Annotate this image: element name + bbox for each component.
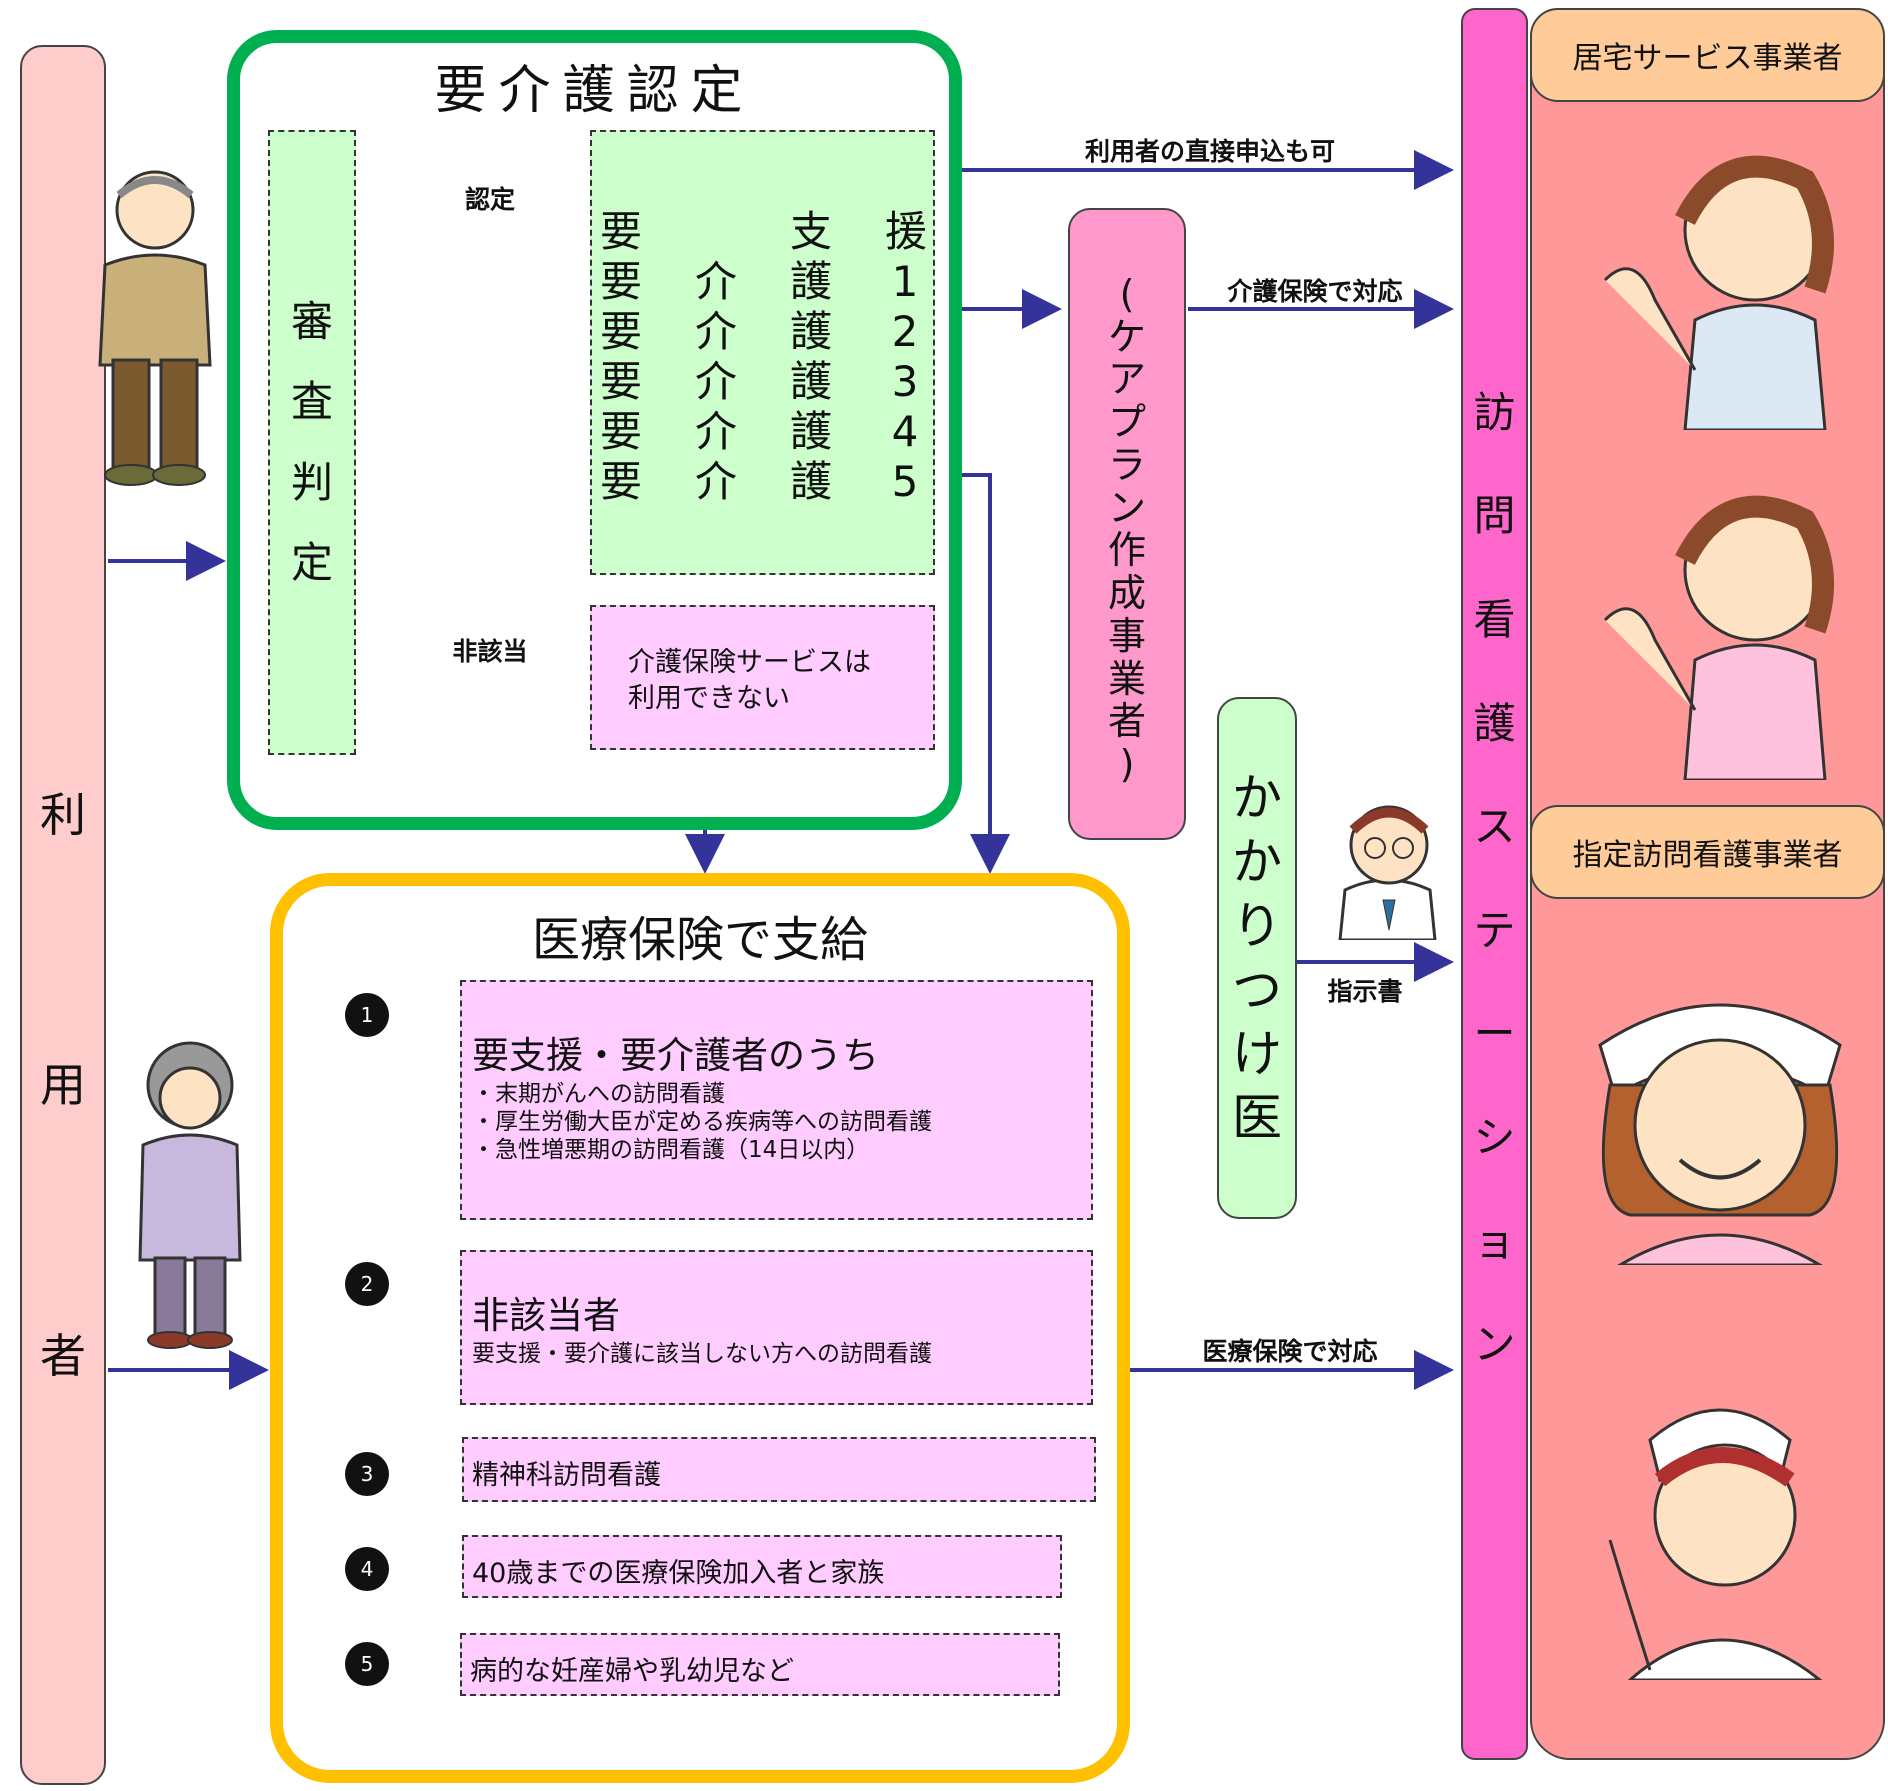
number-badge: 4 <box>345 1547 389 1591</box>
medical-item-box: 病的な妊産婦や乳幼児など <box>460 1633 1060 1696</box>
care-level-row: 要支援 <box>600 207 928 256</box>
number-badge: 5 <box>345 1642 389 1686</box>
direct-apply-label: 利用者の直接申込も可 <box>1084 137 1335 166</box>
approved-label: 認定 <box>464 185 515 214</box>
medical-item-line: 要支援・要介護に該当しない方への訪問看護 <box>472 1341 932 1367</box>
nursing-station-bar: 訪 問 看 護 ス テ ー シ ョ ン <box>1461 8 1528 1760</box>
medical-item-heading: 要支援・要介護者のうち <box>472 1034 879 1077</box>
medical-insurance-title: 医療保険で支給 <box>531 912 868 968</box>
careplan-char: 成 <box>1107 571 1146 616</box>
doctor-char: け <box>1232 1025 1282 1083</box>
family-doctor-bar: か か り つ け 医 <box>1217 697 1297 1219</box>
medical-item-box: 精神科訪問看護 <box>462 1437 1096 1502</box>
designated-nursing-provider-label: 指定訪問看護事業者 <box>1530 805 1885 899</box>
station-char: 看 <box>1473 594 1516 644</box>
careplan-char: 作 <box>1107 528 1146 573</box>
medical-item-line: ・厚生労働大臣が定める疾病等への訪問看護 <box>472 1109 932 1135</box>
review-char: 判 <box>290 457 333 507</box>
user-char: 利 <box>40 787 86 842</box>
elderly-man-illustration <box>98 170 212 486</box>
station-char: 問 <box>1473 491 1516 541</box>
nurse-waving-pink-illustration <box>1603 495 1834 780</box>
elderly-woman-illustration <box>138 1041 242 1349</box>
medical-item-line: ・急性増悪期の訪問看護（14日以内） <box>472 1137 870 1163</box>
station-char: シ <box>1473 1113 1516 1162</box>
station-char: 訪 <box>1473 387 1516 437</box>
careplan-char: 事 <box>1107 613 1146 658</box>
medical-item-heading: 非該当者 <box>472 1294 620 1337</box>
nurse-waving-blue-illustration <box>1603 155 1834 430</box>
station-char: ン <box>1473 1320 1516 1370</box>
home-service-provider-label: 居宅サービス事業者 <box>1530 8 1885 102</box>
review-char: 審 <box>290 296 333 346</box>
careplan-bar: 要介護認定 ( ケ ア プ ラ ン 作 成 事 業 者 ) <box>1068 208 1186 840</box>
doctor-char: か <box>1232 769 1282 827</box>
station-char: テ <box>1473 905 1516 955</box>
rejected-label: 非該当 <box>452 637 528 666</box>
doctor-char: か <box>1232 833 1282 891</box>
certification-title: 要介護認定 <box>434 61 755 121</box>
medical-item-line: ・末期がんへの訪問看護 <box>472 1081 725 1107</box>
careplan-char: ケ <box>1107 314 1146 359</box>
review-box: 審 査 判 定 <box>268 130 356 755</box>
doctor-char: 医 <box>1232 1089 1282 1147</box>
number-badge: 3 <box>345 1452 389 1496</box>
not-eligible-line: 利用できない <box>628 683 790 714</box>
station-char: ス <box>1473 802 1516 852</box>
careplan-char: ラ <box>1107 442 1146 487</box>
careplan-char: ン <box>1107 485 1146 530</box>
number-badge: 1 <box>345 993 389 1037</box>
nurse-pointing-illustration <box>1608 1408 1823 1680</box>
user-char: 用 <box>40 1058 86 1112</box>
review-char: 査 <box>290 377 333 427</box>
medical-item-box: 要支援・要介護者のうち ・末期がんへの訪問看護 ・厚生労働大臣が定める疾病等への… <box>460 980 1093 1220</box>
station-char: ー <box>1473 1009 1516 1059</box>
doctor-char: つ <box>1232 961 1282 1019</box>
careplan-char: 者 <box>1107 699 1146 744</box>
not-eligible-box: 介護保険サービスは 利用できない <box>590 605 935 750</box>
doctor-illustration <box>1338 805 1437 940</box>
careplan-char: ) <box>1119 742 1135 787</box>
medical-item-box: 非該当者 要支援・要介護に該当しない方への訪問看護 <box>460 1250 1093 1405</box>
user-bar: 利 用 者 <box>20 45 106 1785</box>
care-insurance-label: 介護保険で対応 <box>1227 277 1403 306</box>
medical-insurance-label: 医療保険で対応 <box>1202 1337 1378 1366</box>
instruction-label: 指示書 <box>1327 977 1403 1006</box>
careplan-char: ( <box>1119 271 1135 316</box>
nurse-cap-smiling-illustration <box>1598 1003 1842 1265</box>
review-char: 定 <box>290 538 333 588</box>
not-eligible-line: 介護保険サービスは <box>628 647 871 678</box>
doctor-char: り <box>1232 897 1282 955</box>
number-badge: 2 <box>345 1262 389 1306</box>
station-char: 護 <box>1473 698 1516 748</box>
medical-item-box: 40歳までの医療保険加入者と家族 <box>462 1535 1062 1598</box>
careplan-char: プ <box>1107 400 1146 445</box>
station-char: ョ <box>1473 1216 1516 1266</box>
careplan-char: 業 <box>1107 656 1146 701</box>
user-char: 者 <box>40 1328 86 1383</box>
careplan-char: ア <box>1107 357 1146 402</box>
